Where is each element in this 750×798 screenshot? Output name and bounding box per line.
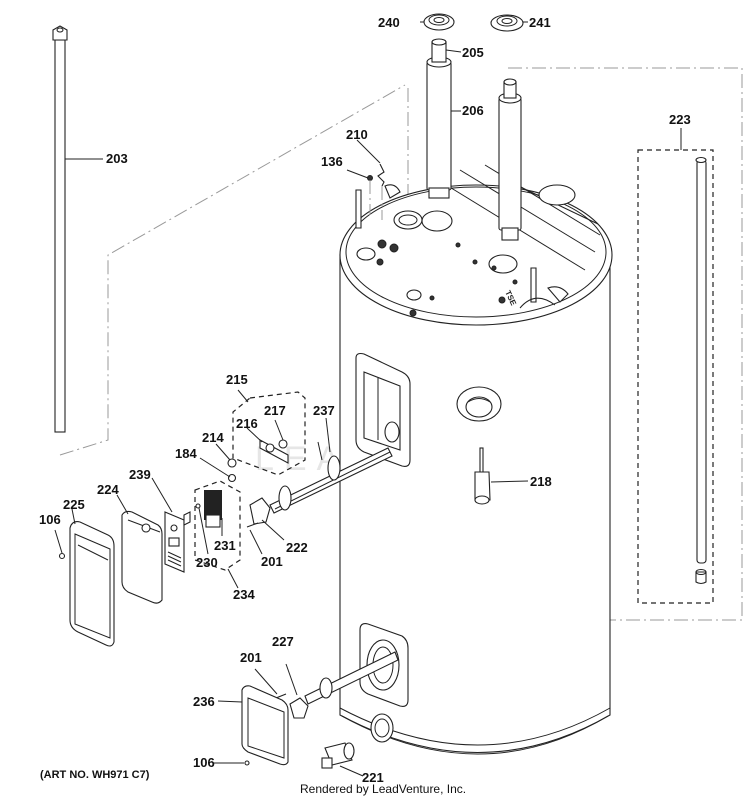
callout-224: 224 <box>97 482 119 497</box>
callout-205: 205 <box>462 45 484 60</box>
thermostat-kit-234-box <box>194 480 241 571</box>
screw-136 <box>367 175 373 181</box>
callout-206: 206 <box>462 103 484 118</box>
leader-lines <box>54 21 682 777</box>
callout-231: 231 <box>214 538 236 553</box>
lower-access-cover-236 <box>241 685 289 766</box>
callout-237: 237 <box>313 403 335 418</box>
callout-201-lower: 201 <box>240 650 262 665</box>
callout-201-upper: 201 <box>261 554 283 569</box>
callout-203: 203 <box>106 151 128 166</box>
callout-214: 214 <box>202 430 224 445</box>
screw-201-upper <box>246 522 259 528</box>
thermostat-bracket-239 <box>164 511 191 573</box>
assembly-line-left <box>59 84 406 456</box>
callout-234: 234 <box>233 587 255 602</box>
thermostat-231 <box>204 490 222 528</box>
callout-241: 241 <box>529 15 551 30</box>
upper-access-port <box>355 352 411 467</box>
anode-rod-223 <box>695 156 707 585</box>
callout-223: 223 <box>669 112 691 127</box>
bracket-kit-215-box <box>232 391 306 476</box>
bracket-216 <box>259 439 289 464</box>
callout-215: 215 <box>226 372 248 387</box>
nut-214 <box>227 458 237 468</box>
callout-184: 184 <box>175 446 197 461</box>
upper-heating-element-222 <box>249 441 393 525</box>
nipple-right <box>498 78 522 241</box>
callout-221: 221 <box>362 770 384 785</box>
screw-230 <box>195 503 201 509</box>
anode-kit-223-box <box>637 149 714 604</box>
screw-106-upper <box>58 552 66 560</box>
callout-218: 218 <box>530 474 552 489</box>
nut-217 <box>278 439 288 449</box>
nut-184 <box>227 473 237 483</box>
heat-trap-nipple-206 <box>426 38 452 199</box>
callout-216: 216 <box>236 416 258 431</box>
drain-port <box>370 713 394 743</box>
callout-106-upper: 106 <box>39 512 61 527</box>
drain-valve-221 <box>321 742 355 769</box>
callout-236: 236 <box>193 694 215 709</box>
callout-210: 210 <box>346 127 368 142</box>
callout-217: 217 <box>264 403 286 418</box>
callout-106-lower: 106 <box>193 755 215 770</box>
callout-222: 222 <box>286 540 308 555</box>
callout-240: 240 <box>378 15 400 30</box>
screw-106-lower <box>244 760 250 766</box>
upper-access-cover-225 <box>69 521 115 647</box>
tp-fitting-218 <box>474 447 491 505</box>
fitting-ring-241 <box>490 14 524 32</box>
anode-rod-203 <box>52 25 68 433</box>
callout-227: 227 <box>272 634 294 649</box>
art-number: (ART NO. WH971 C7) <box>40 769 150 781</box>
screw-201-lower <box>275 693 287 699</box>
insulation-cover-224 <box>121 510 163 604</box>
fitting-ring-240 <box>423 13 455 31</box>
callout-239: 239 <box>129 467 151 482</box>
render-credit: Rendered by LeadVenture, Inc. <box>300 782 466 796</box>
lower-heating-element-227 <box>289 651 399 719</box>
tp-valve-port <box>456 386 502 422</box>
clip-210 <box>377 163 385 187</box>
callout-136: 136 <box>321 154 343 169</box>
callout-225: 225 <box>63 497 85 512</box>
callout-230: 230 <box>196 555 218 570</box>
